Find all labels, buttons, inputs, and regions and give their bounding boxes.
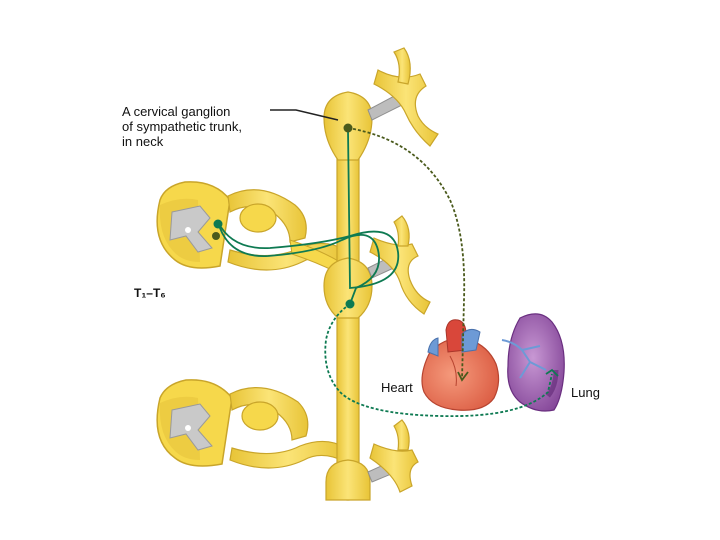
spinal-cord-segment-lower [156, 379, 233, 467]
preganglionic-fibers [212, 129, 400, 305]
postganglionic-fibers [324, 123, 559, 418]
lung-illustration [501, 313, 565, 412]
gray-matter-lower [169, 403, 213, 451]
trunk-branches [367, 47, 439, 493]
cervical-ganglion-label: A cervical ganglion of sympathetic trunk… [122, 104, 292, 149]
cervical-ganglion-label-line2: of sympathetic trunk, [122, 119, 242, 134]
preganglionic-neuron-body-2 [212, 232, 220, 240]
ganglion-leader-line [270, 109, 339, 121]
spinal-segments-label: T₁–T₆ [134, 286, 166, 300]
lower-ganglion [325, 459, 371, 501]
spinal-nerve-upper [227, 189, 346, 273]
cervical-ganglion-label-line3: in neck [122, 134, 164, 149]
lung-label: Lung [571, 385, 600, 400]
ganglion-neuron-thoracic [345, 299, 355, 309]
spinal-nerve-lower [229, 387, 347, 469]
thoracic-ganglion [323, 257, 373, 319]
heart-illustration [421, 319, 500, 411]
preganglionic-neuron-body [213, 219, 223, 229]
gray-matter-upper [169, 205, 213, 253]
cervical-ganglion-label-line1: A cervical ganglion [122, 104, 231, 119]
heart-label: Heart [381, 380, 413, 395]
ganglion-neuron-cervical [343, 123, 353, 133]
spinal-cord-segment-upper [156, 181, 231, 269]
